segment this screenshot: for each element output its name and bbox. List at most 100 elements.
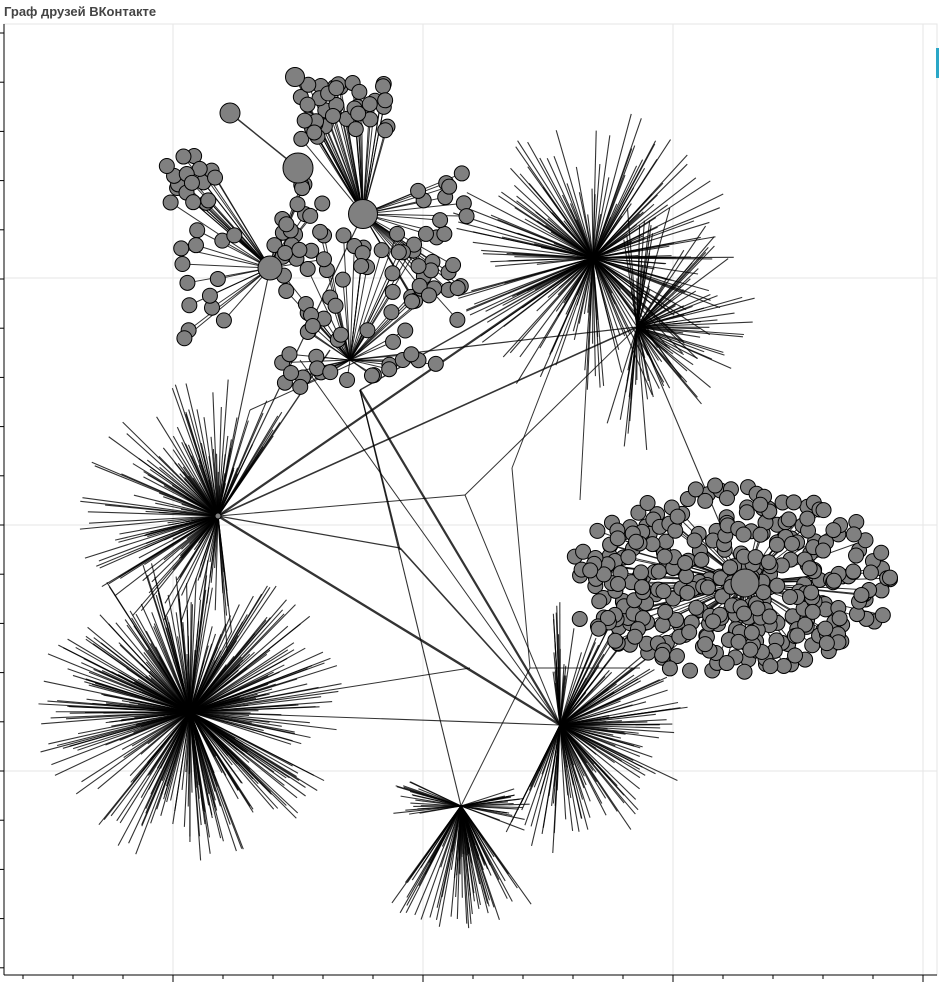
burst-edge [189, 711, 237, 852]
friend-node [609, 530, 626, 547]
friend-node [845, 526, 862, 543]
burst-edge [496, 226, 594, 259]
burst-edge [636, 305, 693, 328]
burst-edge [189, 711, 218, 811]
friend-node [403, 346, 420, 363]
burst-edge [123, 711, 191, 759]
friend-node [304, 318, 321, 335]
burst-edge [636, 290, 697, 328]
burst-edge [524, 724, 561, 826]
link-edge [217, 514, 561, 727]
burst-edge [636, 312, 735, 328]
burst-edge [559, 649, 650, 726]
link-edge [299, 359, 561, 726]
burst-edge [150, 563, 191, 713]
burst-edge [466, 257, 594, 311]
burst-edge [636, 326, 649, 400]
burst-edge [163, 711, 191, 800]
burst-edge [131, 617, 191, 713]
burst-edge [623, 239, 638, 328]
burst-edge [179, 515, 219, 578]
cluster-edge [349, 265, 362, 361]
burst-edge [575, 166, 594, 259]
burst-edge [80, 500, 219, 517]
friend-node [302, 207, 319, 224]
burst-edge [636, 278, 691, 328]
friend-node [293, 130, 310, 147]
burst-edge [419, 805, 462, 814]
burst-edge [549, 257, 594, 355]
friend-node [801, 560, 818, 577]
burst-edge [189, 602, 192, 713]
burst-edge [155, 646, 191, 713]
burst-edge [163, 496, 219, 517]
friend-node [705, 613, 722, 630]
cluster-edge [349, 273, 393, 361]
burst-edge [189, 587, 210, 713]
friend-node [383, 304, 400, 321]
burst-edge [592, 257, 653, 396]
burst-edge [592, 257, 621, 336]
friend-node [377, 92, 394, 109]
burst-edge [435, 805, 462, 921]
cluster-edge [362, 213, 416, 301]
friend-node [384, 283, 401, 300]
burst-edge [636, 296, 743, 328]
burst-edge [559, 724, 659, 739]
friend-node [804, 603, 821, 620]
burst-edge [559, 724, 678, 781]
friend-node [582, 562, 599, 579]
friend-node [187, 237, 204, 254]
friend-node [332, 326, 349, 343]
burst-edge [559, 724, 614, 736]
burst-edge [559, 680, 590, 726]
burst-edge [166, 711, 191, 803]
burst-edge [572, 257, 594, 332]
plot-toolbar-marker[interactable] [936, 48, 939, 78]
burst-edge [140, 515, 219, 612]
cluster-edge [349, 267, 368, 361]
cluster-edge [214, 177, 271, 269]
burst-edge [192, 477, 219, 517]
burst-edge [48, 711, 191, 745]
burst-edge [592, 193, 653, 259]
burst-edge [184, 443, 219, 517]
burst-edge [636, 326, 648, 450]
link-edge [217, 515, 401, 549]
burst-edge [460, 805, 501, 821]
burst-edge [455, 805, 462, 898]
link-edge [464, 494, 561, 726]
burst-edge [559, 724, 640, 757]
friend-node [679, 584, 696, 601]
burst-edge [189, 649, 271, 713]
friend-node [289, 196, 306, 213]
link-edge [189, 711, 561, 726]
burst-edge [553, 155, 594, 259]
burst-edge [557, 634, 561, 726]
burst-edge [148, 711, 191, 790]
burst-edge [216, 453, 219, 517]
friend-node [730, 633, 747, 650]
burst-edge [405, 805, 462, 811]
friend-node [201, 287, 218, 304]
burst-edge [559, 701, 679, 726]
friend-node [682, 662, 699, 679]
burst-edge [84, 515, 219, 559]
burst-edge [189, 647, 219, 713]
friend-node [436, 225, 453, 242]
burst-edge [592, 217, 657, 259]
friend-node [207, 169, 224, 186]
friend-node [283, 364, 300, 381]
friend-node [397, 322, 414, 339]
burst-edge [189, 704, 297, 713]
friend-node [654, 646, 671, 663]
friend-node [158, 157, 175, 174]
burst-edge [527, 141, 594, 259]
plot-axes [0, 24, 937, 982]
friend-node [735, 526, 752, 543]
friend-node [299, 96, 316, 113]
friend-node [309, 360, 326, 377]
burst-edge [592, 194, 596, 259]
burst-edge [530, 724, 561, 847]
